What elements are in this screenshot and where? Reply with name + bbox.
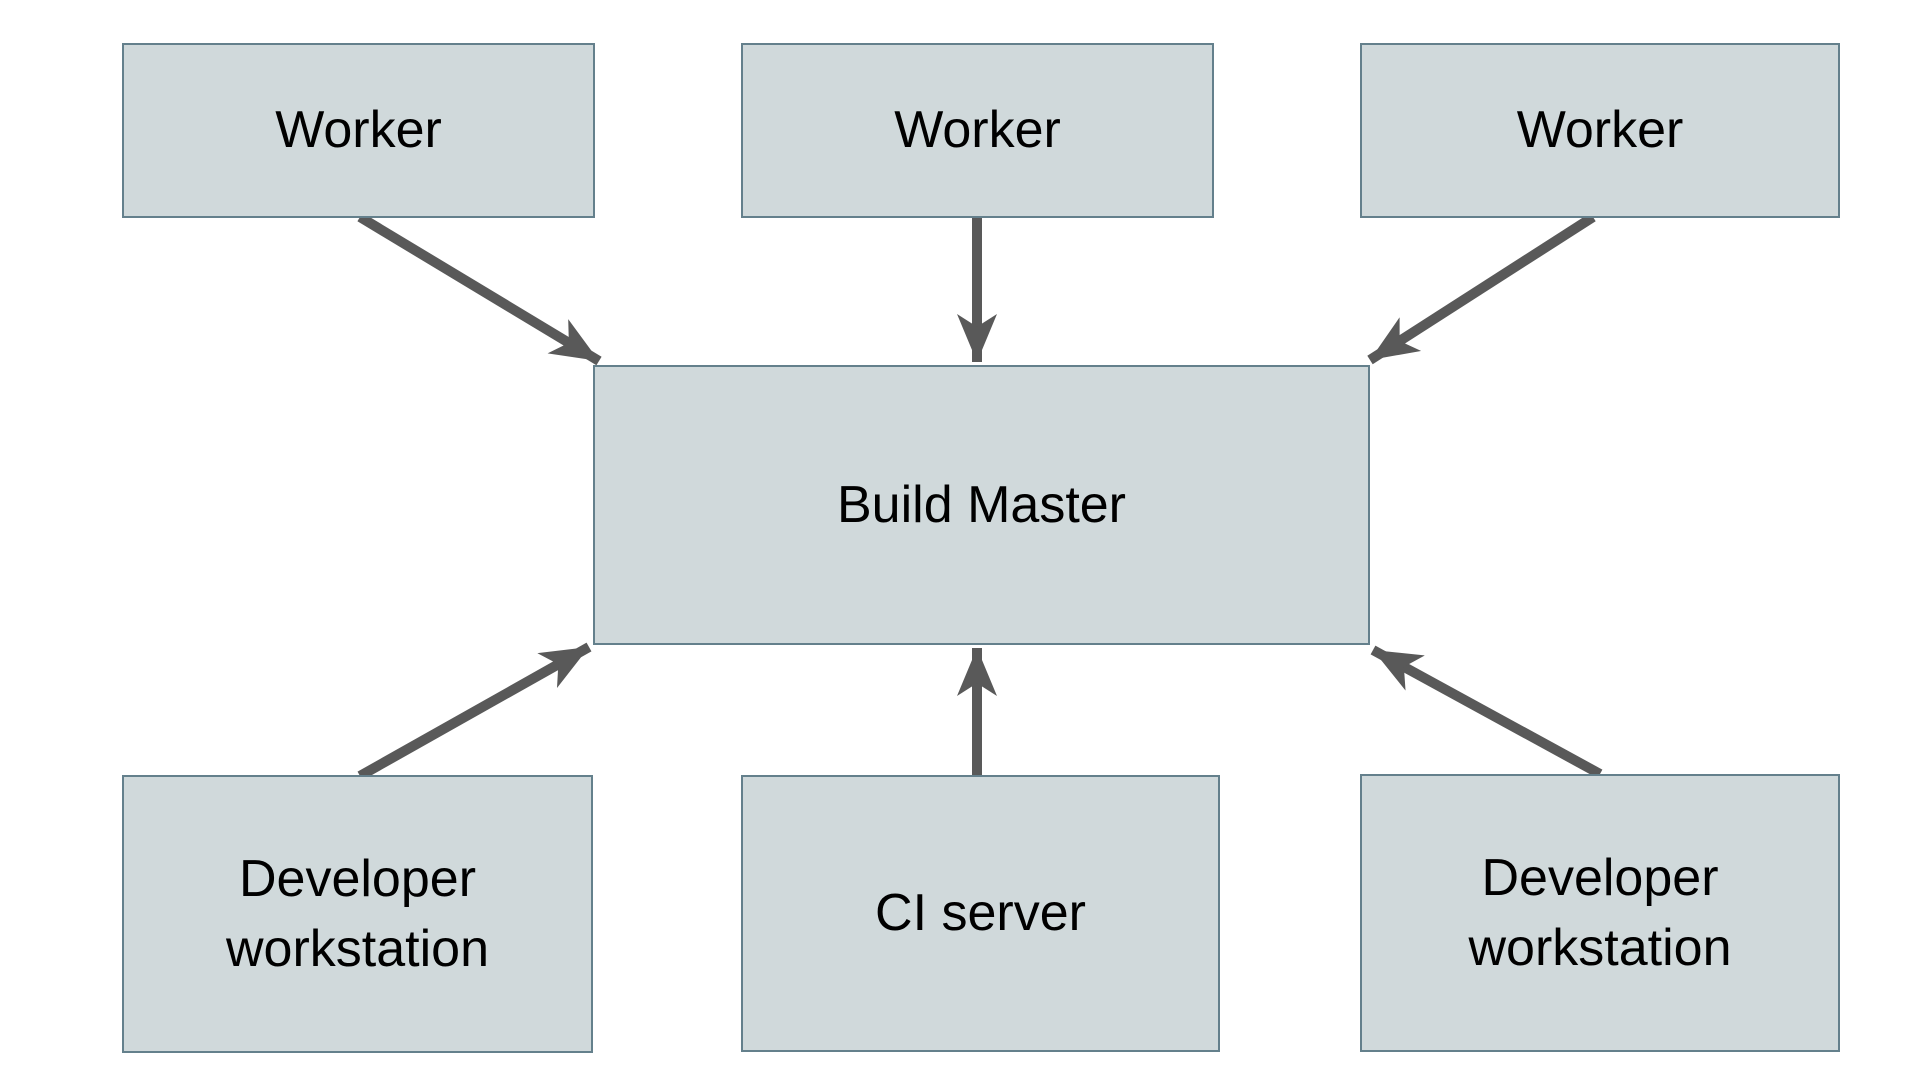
node-worker-1-label: Worker (275, 101, 442, 160)
node-build-master-label: Build Master (837, 475, 1126, 534)
node-worker-3-label: Worker (1516, 101, 1684, 160)
node-ci-server-label: CI server (875, 884, 1086, 943)
node-worker-3: Worker (1360, 43, 1840, 218)
edge-worker-3-to-build-master (1367, 212, 1596, 365)
edge-worker-1-to-build-master (357, 212, 602, 366)
edge-developer-workstation-right-to-build-master (1370, 645, 1603, 779)
node-developer-workstation-left-label: Developer workstation (226, 849, 489, 978)
node-worker-1: Worker (122, 43, 595, 218)
node-worker-2: Worker (741, 43, 1214, 218)
node-developer-workstation-right-label: Developer workstation (1468, 848, 1732, 977)
edge-developer-workstation-left-to-build-master (357, 642, 592, 781)
node-build-master: Build Master (593, 365, 1370, 645)
node-ci-server: CI server (741, 775, 1220, 1052)
node-worker-2-label: Worker (894, 101, 1061, 160)
node-developer-workstation-left: Developer workstation (122, 775, 593, 1053)
node-developer-workstation-right: Developer workstation (1360, 774, 1840, 1052)
